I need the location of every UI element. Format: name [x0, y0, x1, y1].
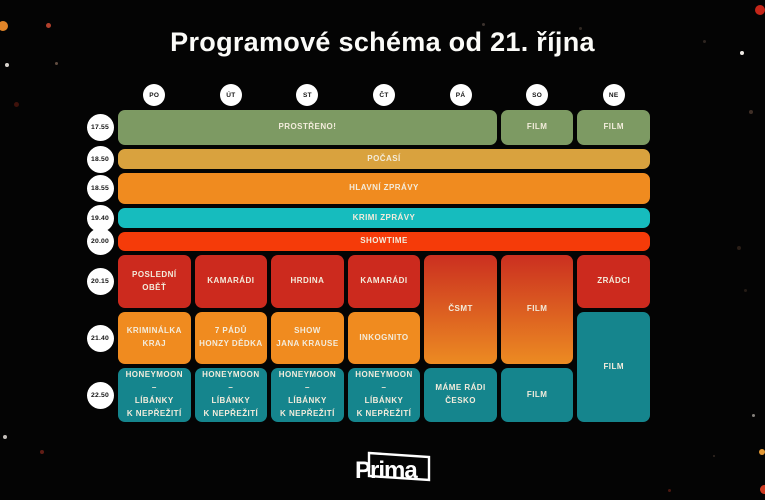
program-block-film: FILM: [577, 312, 650, 422]
star-dot: [578, 26, 582, 30]
day-pill-label: ČT: [372, 84, 395, 106]
time-label-22-50: 22.50: [86, 368, 114, 422]
star-dot: [40, 450, 44, 454]
time-pill-label: 21.40: [86, 324, 114, 352]
program-block-kamar-di: KAMARÁDI: [194, 255, 268, 308]
program-block-film: FILM: [500, 255, 574, 364]
star-dot: [759, 484, 765, 494]
program-block-smt: ČSMT: [424, 255, 497, 364]
time-pill-label: 17.55: [86, 114, 114, 141]
time-label-17-55: 17.55: [86, 110, 114, 145]
star-dot: [755, 5, 765, 15]
time-pill-label: 19.40: [86, 204, 114, 232]
time-pill-label: 20.00: [86, 228, 114, 255]
day-header-st: ST: [271, 84, 344, 106]
star-dot: [737, 246, 741, 250]
time-label-20-15: 20.15: [86, 255, 114, 308]
star-dot: [702, 39, 706, 43]
program-block-honeymoon-l-b-nky-k-nep-e-it: HONEYMOON – LÍBÁNKY K NEPŘEŽITÍ: [347, 368, 421, 422]
program-block-hlavn-zpr-vy: HLAVNÍ ZPRÁVY: [118, 173, 650, 204]
time-pill-label: 18.50: [86, 145, 114, 173]
day-pill-label: ST: [296, 84, 319, 106]
day-header-p: PÁ: [424, 84, 497, 106]
star-dot: [740, 51, 744, 55]
day-header-po: PO: [118, 84, 191, 106]
program-block-honeymoon-l-b-nky-k-nep-e-it: HONEYMOON – LÍBÁNKY K NEPŘEŽITÍ: [194, 368, 268, 422]
program-block-m-me-r-di-esko: MÁME RÁDI ČESKO: [424, 368, 497, 422]
star-dot: [751, 413, 755, 417]
day-pill-label: ÚT: [219, 84, 242, 106]
program-block-krimi-zpr-vy: KRIMI ZPRÁVY: [118, 208, 650, 228]
program-block-inkognito: INKOGNITO: [347, 312, 421, 364]
program-block-po-as: POČASÍ: [118, 149, 650, 169]
star-dot: [743, 288, 747, 292]
day-pill-label: NE: [602, 84, 625, 106]
program-block-film: FILM: [500, 368, 574, 422]
prima-logo: Prima: [355, 451, 431, 484]
star-dot: [13, 101, 19, 107]
star-dot: [481, 22, 485, 26]
time-pill-label: 18.55: [86, 175, 114, 202]
day-pill-label: PO: [143, 84, 166, 106]
program-block-prost-eno: PROSTŘENO!: [118, 110, 497, 145]
logo-frame: [367, 451, 431, 482]
time-pill-label: 22.50: [86, 381, 114, 409]
day-header-ne: NE: [577, 84, 650, 106]
program-block-krimin-lka-kraj: KRIMINÁLKA KRAJ: [118, 312, 191, 364]
time-label-21-40: 21.40: [86, 312, 114, 364]
day-pill-label: PÁ: [449, 84, 472, 106]
program-block-show-jana-krause: SHOW JANA KRAUSE: [271, 312, 344, 364]
star-dot: [667, 488, 671, 492]
time-label-19-40: 19.40: [86, 204, 114, 232]
program-block-hrdina: HRDINA: [271, 255, 344, 308]
program-block-7-p-d-honzy-d-dka: 7 PÁDŮ HONZY DĚDKA: [194, 312, 268, 364]
program-block-zr-dci: ZRÁDCI: [577, 255, 650, 308]
program-block-showtime: SHOWTIME: [118, 232, 650, 251]
star-dot: [749, 110, 753, 114]
star-dot: [0, 21, 8, 31]
day-header-t: ČT: [348, 84, 421, 106]
program-block-kamar-di: KAMARÁDI: [347, 255, 421, 308]
time-label-18-50: 18.50: [86, 145, 114, 173]
logo-text: Prima: [355, 457, 418, 484]
program-block-posledn-ob: POSLEDNÍ OBĚŤ: [118, 255, 191, 308]
day-header-t: ÚT: [195, 84, 268, 106]
day-header-so: SO: [501, 84, 574, 106]
star-dot: [45, 22, 51, 28]
time-label-20-00: 20.00: [86, 228, 114, 255]
star-dot: [759, 449, 765, 455]
program-block-film: FILM: [500, 110, 574, 145]
day-pill-label: SO: [526, 84, 549, 106]
program-block-film: FILM: [577, 110, 650, 145]
program-block-honeymoon-l-b-nky-k-nep-e-it: HONEYMOON – LÍBÁNKY K NEPŘEŽITÍ: [271, 368, 344, 422]
time-pill-label: 20.15: [86, 268, 114, 295]
program-block-honeymoon-l-b-nky-k-nep-e-it: HONEYMOON – LÍBÁNKY K NEPŘEŽITÍ: [118, 368, 191, 422]
star-dot: [54, 61, 58, 65]
star-dot: [713, 455, 715, 457]
star-dot: [3, 435, 7, 439]
star-dot: [5, 63, 9, 67]
page-title: Programové schéma od 21. října: [170, 27, 595, 57]
time-label-18-55: 18.55: [86, 173, 114, 204]
